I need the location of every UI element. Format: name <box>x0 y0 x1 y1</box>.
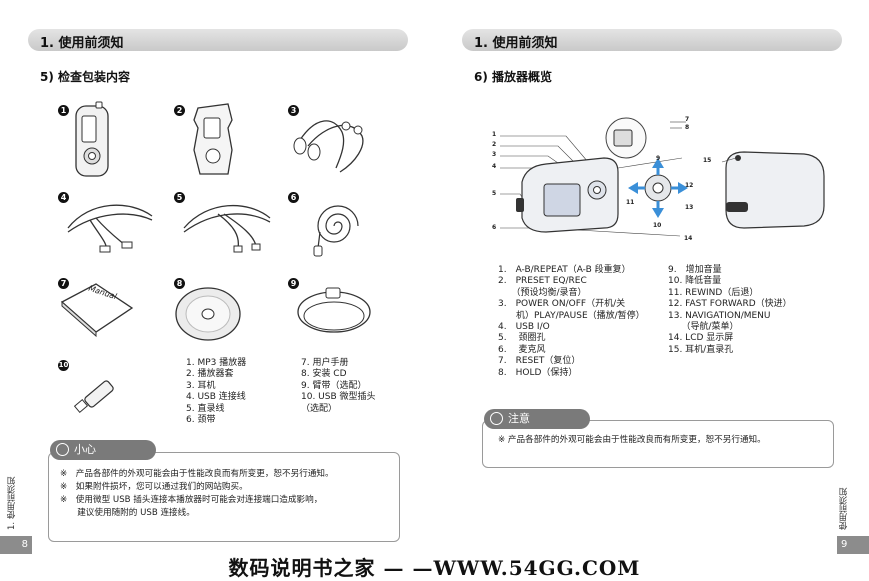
item-number: 10 <box>58 360 69 371</box>
note-tag: 注意 <box>484 409 590 429</box>
user-manual-illustration <box>60 283 134 338</box>
contents-item: 4. USB 连接线 <box>186 392 246 403</box>
parts-item: 14. LCD 显示屏 <box>668 333 734 344</box>
caution-tag-label: 小心 <box>74 443 96 456</box>
micro-usb-plug-illustration <box>74 380 114 413</box>
callout-number: 11 <box>626 199 635 206</box>
contents-item: 5. 直录线 <box>186 403 225 414</box>
contents-item: 9. 臂带（选配） <box>301 380 367 391</box>
neck-strap-illustration <box>313 205 359 257</box>
footer-watermark: 数码说明书之家 — —WWW.54GG.COM <box>228 556 641 580</box>
parts-item: 5. 颈圈孔 <box>498 333 546 344</box>
parts-item: 1. A-B/REPEAT（A-B 段重复） <box>498 265 631 275</box>
contents-item: 3. 耳机 <box>186 380 216 391</box>
line-in-cable-illustration <box>183 204 271 253</box>
callout-number: 7 <box>685 116 690 123</box>
left-subtitle: 5) 检查包装内容 <box>40 70 131 84</box>
parts-item: 2. PRESET EQ/REC <box>498 276 587 287</box>
right-section-header: 1. 使用前须知 <box>462 29 842 51</box>
usb-cable-illustration <box>67 204 153 253</box>
parts-item: 3. POWER ON/OFF（开机/关 <box>498 299 626 310</box>
callout-number: 8 <box>685 124 690 131</box>
caution-note: ※ 如果附件损坏，您可以通过我们的网站购买。 <box>60 482 248 492</box>
contents-item: 6. 颈带 <box>186 415 216 426</box>
parts-item: 10. 降低音量 <box>668 276 722 287</box>
left-section-title: 1. 使用前须知 <box>40 36 124 51</box>
callout-number: 6 <box>492 224 497 231</box>
parts-item: （导航/菜单） <box>668 322 739 333</box>
parts-item: 机）PLAY/PAUSE（播放/暂停） <box>498 310 645 321</box>
item-number: 1 <box>58 105 69 116</box>
note-text: ※ 产品各部件的外观可能会由于性能改良而有所变更，恕不另行通知。 <box>498 435 766 445</box>
caution-note: ※ 使用微型 USB 插头连接本播放器时可能会对连接端口造成影响， <box>60 495 323 505</box>
caution-notes: ※ 产品各部件的外观可能会由于性能改良而有所变更，恕不另行通知。 ※ 如果附件损… <box>60 468 334 520</box>
left-side-label: 1. 使用前须知 <box>7 476 17 530</box>
callout-number: 12 <box>685 182 694 189</box>
caution-tag: 小心 <box>50 440 156 460</box>
contents-list-1: 1. MP3 播放器 2. 播放器套 3. 耳机 4. USB 连接线 5. 直… <box>186 358 246 426</box>
callout-number: 14 <box>684 235 693 242</box>
parts-item: （预设均衡/录音） <box>498 287 587 298</box>
callout-number: 1 <box>492 131 497 138</box>
caution-box <box>48 452 400 542</box>
item-number: 7 <box>58 278 69 289</box>
note-icon <box>490 412 503 425</box>
right-section-title: 1. 使用前须知 <box>474 36 558 51</box>
callout-number: 10 <box>653 222 662 229</box>
contents-item: （选配） <box>301 403 338 414</box>
parts-item: 15. 耳机/直录孔 <box>668 344 734 355</box>
parts-list-1: 1. A-B/REPEAT（A-B 段重复） 2. PRESET EQ/REC … <box>498 265 645 379</box>
item-number: 4 <box>58 192 69 203</box>
parts-item: 7. RESET（复位） <box>498 356 581 367</box>
parts-item: 6. 麦克风 <box>498 344 546 355</box>
arm-band-illustration <box>297 287 371 333</box>
parts-item: 11. REWIND（后退） <box>668 287 759 298</box>
right-side-label: 使用前须知 <box>839 487 849 531</box>
item-number: 3 <box>288 105 299 116</box>
caution-note: 建议使用随附的 USB 连接线。 <box>60 508 195 518</box>
contents-item: 10. USB 微型插头 <box>301 392 376 403</box>
parts-item: 8. HOLD（保持） <box>498 367 578 378</box>
contents-item: 8. 安装 CD <box>301 369 347 380</box>
callout-number: 5 <box>492 190 497 197</box>
mp3-player-illustration <box>75 101 109 177</box>
right-subtitle: 6) 播放器概览 <box>474 70 553 84</box>
parts-item: 13. NAVIGATION/MENU <box>668 310 771 321</box>
player-overview-diagram <box>500 117 825 237</box>
parts-item: 9. 增加音量 <box>668 265 722 275</box>
callout-number: 2 <box>492 141 497 148</box>
contents-item: 7. 用户手册 <box>301 358 349 368</box>
note-tag-label: 注意 <box>508 412 530 425</box>
item-number: 9 <box>288 278 299 289</box>
item-number: 6 <box>288 192 299 203</box>
caution-icon <box>56 443 69 456</box>
contents-item: 1. MP3 播放器 <box>186 358 247 368</box>
parts-item: 4. USB I/O <box>498 322 550 333</box>
callout-number: 4 <box>492 163 497 170</box>
callout-number: 3 <box>492 151 497 158</box>
install-cd-illustration <box>175 287 241 341</box>
contents-list-2: 7. 用户手册 8. 安装 CD 9. 臂带（选配） 10. USB 微型插头 … <box>301 358 376 415</box>
contents-item: 2. 播放器套 <box>186 369 234 380</box>
item-number: 5 <box>174 192 185 203</box>
player-case-illustration <box>193 103 233 175</box>
callout-number: 9 <box>656 155 661 162</box>
parts-list-2: 9. 增加音量 10. 降低音量 11. REWIND（后退） 12. FAST… <box>668 265 792 356</box>
parts-item: 12. FAST FORWARD（快进） <box>668 299 792 310</box>
callout-number: 13 <box>685 204 694 211</box>
left-page-number: 8 <box>0 536 32 554</box>
callout-number: 15 <box>703 157 712 164</box>
item-number: 8 <box>174 278 185 289</box>
left-section-header: 1. 使用前须知 <box>28 29 408 51</box>
right-page-number: 9 <box>837 536 869 554</box>
caution-note: ※ 产品各部件的外观可能会由于性能改良而有所变更，恕不另行通知。 <box>60 469 334 479</box>
item-number: 2 <box>174 105 185 116</box>
earphones-illustration <box>293 120 364 173</box>
